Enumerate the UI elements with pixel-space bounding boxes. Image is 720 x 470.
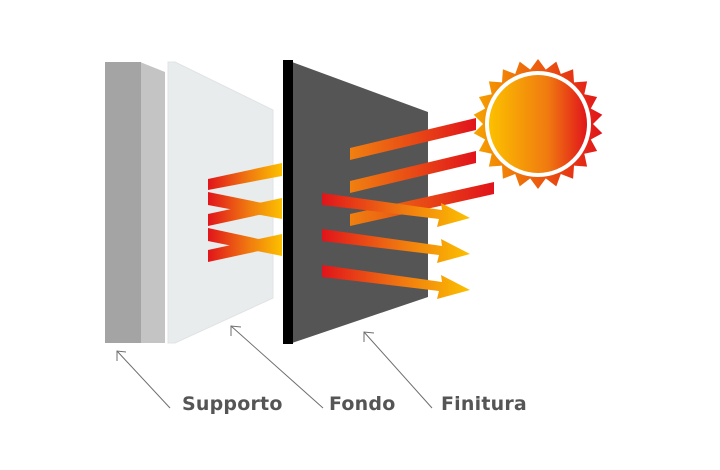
sun-icon (473, 59, 603, 189)
incoming-ray-1 (350, 118, 476, 160)
support-side (140, 62, 165, 343)
finish-leader (363, 331, 433, 409)
reflected-arrows (322, 193, 470, 299)
finish-edge (283, 60, 293, 344)
zigzag-ray-1 (208, 163, 282, 190)
label-finish: Finitura (441, 393, 527, 415)
sun-disc (489, 75, 587, 173)
zigzag-rays (208, 163, 282, 262)
label-primer: Fondo (329, 393, 396, 415)
reflected-arrow-3 (322, 265, 470, 299)
zigzag-ray-3 (208, 198, 282, 226)
zigzag-ray-5 (208, 234, 282, 262)
primer-leader (230, 325, 324, 409)
leader-lines (116, 325, 433, 409)
support-layer (105, 62, 165, 343)
reflected-arrow-2 (322, 229, 470, 263)
incoming-ray-2 (350, 151, 476, 193)
support-front (105, 62, 141, 343)
incoming-rays (350, 118, 494, 226)
incoming-ray-3 (350, 182, 494, 226)
reflected-arrow-1 (322, 193, 470, 227)
support-leader (116, 350, 171, 409)
label-support: Supporto (182, 393, 283, 415)
